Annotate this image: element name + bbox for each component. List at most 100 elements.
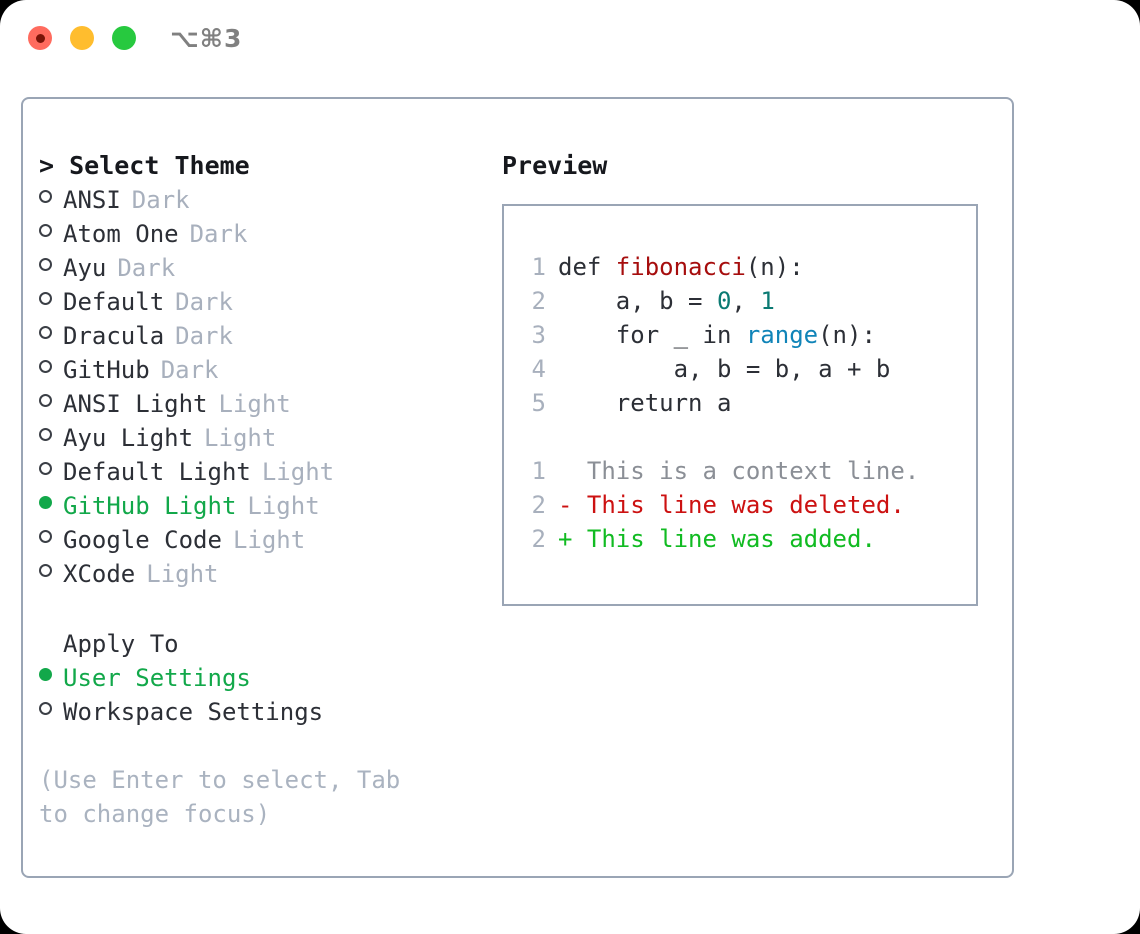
diff-marker (558, 457, 587, 485)
code-token: fibonacci (615, 253, 746, 281)
theme-variant-tag: Light (204, 424, 277, 452)
theme-option-label: Dracula (63, 322, 165, 350)
section-spacer (39, 591, 469, 627)
theme-option-google-code[interactable]: Google Code Light (39, 523, 469, 557)
theme-option-label: Google Code (63, 526, 222, 554)
apply-to-option-workspace-settings[interactable]: Workspace Settings (39, 695, 469, 729)
radio-unselected-icon[interactable] (39, 394, 52, 407)
code-token: , (731, 287, 761, 315)
code-line: 2 a, b = 0, 1 (524, 284, 976, 318)
radio-unselected-icon[interactable] (39, 224, 52, 237)
radio-unselected-icon[interactable] (39, 564, 52, 577)
theme-option-atom-one[interactable]: Atom One Dark (39, 217, 469, 251)
theme-option-github[interactable]: GitHub Dark (39, 353, 469, 387)
theme-option-ayu-light[interactable]: Ayu Light Light (39, 421, 469, 455)
diff-marker: + (558, 525, 587, 553)
theme-list-header: > Select Theme (39, 151, 250, 180)
radio-unselected-icon[interactable] (39, 530, 52, 543)
diff-marker: - (558, 491, 587, 519)
theme-option-label: Ayu Light (63, 424, 194, 452)
diff-line-number: 1 (531, 457, 546, 485)
code-token: 0 (716, 287, 732, 315)
diff-text: This line was added. (586, 525, 876, 553)
code-token: for _ in (558, 321, 746, 349)
keyboard-hint-text: (Use Enter to select, Tab to change focu… (39, 766, 415, 828)
radio-unselected-icon[interactable] (39, 428, 52, 441)
theme-variant-tag: Dark (131, 186, 190, 214)
apply-to-header: Apply To (63, 630, 179, 658)
apply-to-option-user-settings[interactable]: User Settings (39, 661, 469, 695)
radio-unselected-icon[interactable] (39, 326, 52, 339)
code-line: 3 for _ in range(n): (524, 318, 976, 352)
diff-text: This is a context line. (586, 457, 920, 485)
theme-variant-tag: Dark (160, 356, 219, 384)
radio-selected-icon[interactable] (39, 496, 52, 509)
code-line: 1 def fibonacci(n): (524, 250, 976, 284)
theme-variant-tag: Light (247, 492, 320, 520)
theme-option-ansi-light[interactable]: ANSI Light Light (39, 387, 469, 421)
maximize-button-icon[interactable] (112, 26, 136, 50)
theme-option-label: XCode (63, 560, 136, 588)
radio-selected-icon[interactable] (39, 668, 52, 681)
theme-option-default-light[interactable]: Default Light Light (39, 455, 469, 489)
title-bar: ⌥⌘3 (0, 0, 1140, 78)
theme-option-label: Ayu (63, 254, 107, 282)
radio-unselected-icon[interactable] (39, 258, 52, 271)
theme-variant-tag: Dark (117, 254, 176, 282)
theme-option-label: GitHub Light (63, 492, 237, 520)
diff-line-number: 2 (531, 525, 546, 553)
diff-text: This line was deleted. (586, 491, 905, 519)
theme-variant-tag: Dark (189, 220, 248, 248)
preview-title: Preview (502, 151, 608, 180)
code-token: range (745, 321, 819, 349)
radio-unselected-icon[interactable] (39, 360, 52, 373)
radio-unselected-icon[interactable] (39, 292, 52, 305)
theme-option-label: Default (63, 288, 165, 316)
code-line-number: 2 (531, 287, 546, 315)
theme-variant-tag: Dark (175, 288, 233, 316)
code-token: a, b = b, a + b (558, 355, 891, 383)
radio-unselected-icon[interactable] (39, 190, 52, 203)
theme-option-ayu[interactable]: Ayu Dark (39, 251, 469, 285)
theme-variant-tag: Light (232, 526, 306, 554)
theme-option-label: ANSI (63, 186, 121, 214)
code-line-number: 1 (531, 253, 546, 281)
radio-unselected-icon[interactable] (39, 462, 52, 475)
code-token: (n): (745, 253, 804, 281)
code-line: 4 a, b = b, a + b (524, 352, 976, 386)
theme-option-xcode[interactable]: XCode Light (39, 557, 469, 591)
theme-variant-tag: Light (146, 560, 219, 588)
theme-option-label: GitHub (63, 356, 150, 384)
code-token: a, b = (558, 287, 717, 315)
theme-option-label: ANSI Light (63, 390, 208, 418)
theme-variant-tag: Light (218, 390, 291, 418)
close-button-icon[interactable] (28, 26, 52, 50)
theme-option-label: Default Light (63, 458, 251, 486)
theme-option-github-light[interactable]: GitHub Light Light (39, 489, 469, 523)
theme-option-default[interactable]: Default Dark (39, 285, 469, 319)
code-token: def (558, 253, 616, 281)
diff-line: 2 + This line was added. (524, 522, 976, 556)
apply-to-option-label: Workspace Settings (63, 698, 324, 726)
apply-to-option-label: User Settings (63, 664, 251, 692)
diff-line: 2- This line was deleted. (524, 488, 976, 522)
code-line: 5 return a (524, 386, 976, 420)
theme-variant-tag: Light (261, 458, 335, 486)
minimize-button-icon[interactable] (70, 26, 94, 50)
theme-option-label: Atom One (63, 220, 179, 248)
code-token: return a (558, 389, 732, 417)
diff-line-number: 2 (531, 491, 546, 519)
radio-unselected-icon[interactable] (39, 702, 52, 715)
theme-option-ansi[interactable]: ANSI Dark (39, 183, 469, 217)
code-line-number: 5 (531, 389, 546, 417)
code-line-number: 4 (531, 355, 546, 383)
traffic-light-group (28, 26, 136, 50)
